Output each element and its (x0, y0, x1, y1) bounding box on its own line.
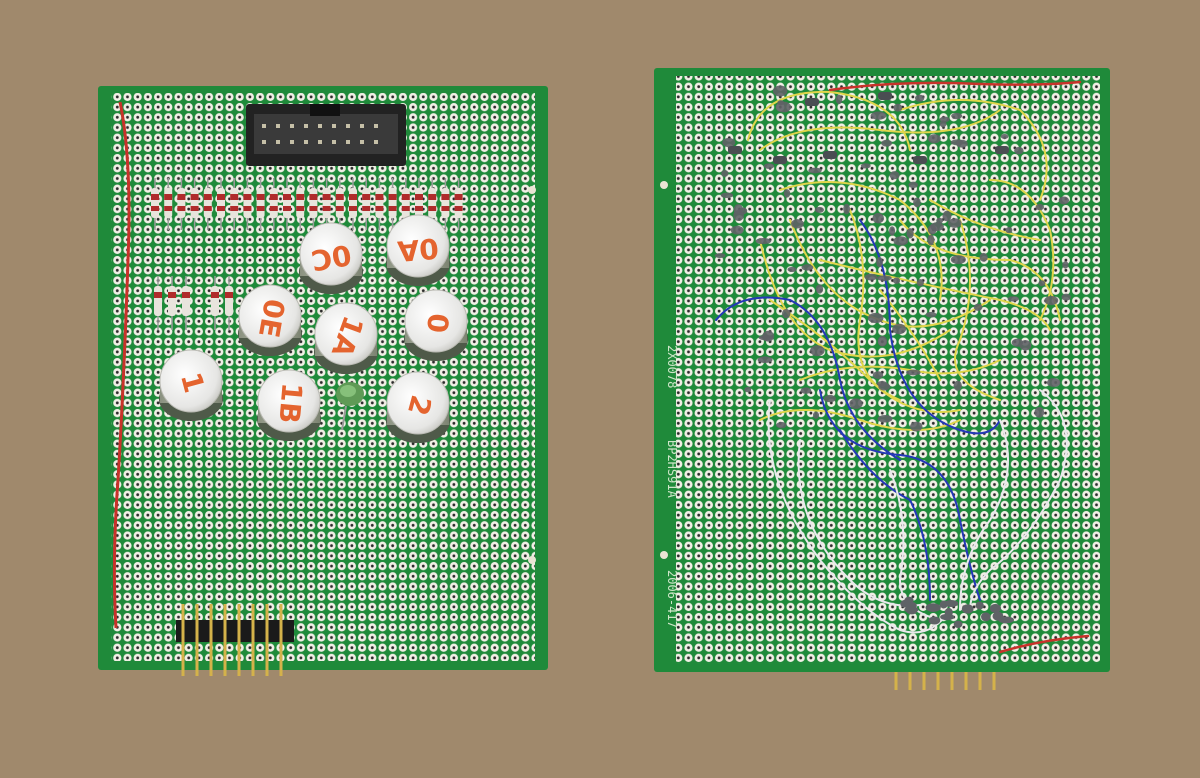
relay-label: 0A (396, 231, 440, 267)
diode (441, 178, 450, 230)
silkscreen-date: 2006-417 (665, 570, 679, 628)
back-red-wire-bottom (998, 634, 1090, 654)
relay: 0E (238, 284, 302, 356)
diode (217, 178, 225, 230)
red-wire (112, 101, 131, 629)
silkscreen-part: BP2HS91A (665, 440, 679, 499)
diode (168, 276, 176, 330)
diode (388, 178, 397, 230)
relay: 1 (159, 349, 223, 421)
blue-wires (715, 219, 1001, 601)
back-pin-tips (894, 672, 996, 690)
front-board: 0C 0A 0E 1A 0 1 1B 2 (98, 86, 548, 676)
diode (283, 178, 291, 230)
back-board: 2X0078 BP2HS91A 2006-417 (654, 68, 1110, 690)
solder-joints (714, 85, 1071, 628)
capacitor (336, 382, 364, 431)
relay-label: 0E (252, 296, 291, 340)
back-pad-grid (676, 76, 1100, 664)
relay-label: 1B (272, 381, 308, 425)
diode (256, 178, 265, 230)
relay-label: 0C (309, 238, 354, 277)
relay: 0A (386, 214, 450, 286)
diode (225, 276, 233, 330)
diode (164, 178, 173, 230)
relay: 0 (404, 289, 468, 361)
diode (375, 178, 384, 230)
relay-group: 0C 0A 0E 1A 0 1 1B 2 (159, 214, 468, 443)
diode (322, 178, 331, 230)
silkscreen-batch: 2X0078 (665, 345, 679, 388)
diode (154, 276, 162, 330)
diode-group (154, 276, 233, 330)
diode (177, 178, 186, 230)
diode (151, 178, 159, 230)
diode (269, 178, 278, 230)
diode (203, 178, 212, 230)
diode (349, 178, 357, 230)
diode (190, 178, 199, 230)
diode (309, 178, 318, 230)
relay: 1B (257, 369, 321, 441)
relay-label: 0 (420, 312, 455, 334)
ribbon-header-connector (246, 104, 406, 166)
diode (362, 178, 371, 230)
diode (454, 178, 463, 230)
diode (182, 276, 190, 330)
pin-header (176, 604, 294, 676)
diode (211, 276, 219, 330)
wiring (715, 80, 1090, 654)
white-wires (767, 389, 1068, 634)
diode (335, 178, 344, 230)
relay: 2 (386, 371, 450, 443)
diode (230, 178, 239, 230)
relay: 0C (299, 222, 363, 294)
diode (243, 178, 252, 230)
relay: 1A (314, 302, 378, 374)
diode (296, 178, 305, 230)
back-red-wire-top (828, 80, 1082, 92)
